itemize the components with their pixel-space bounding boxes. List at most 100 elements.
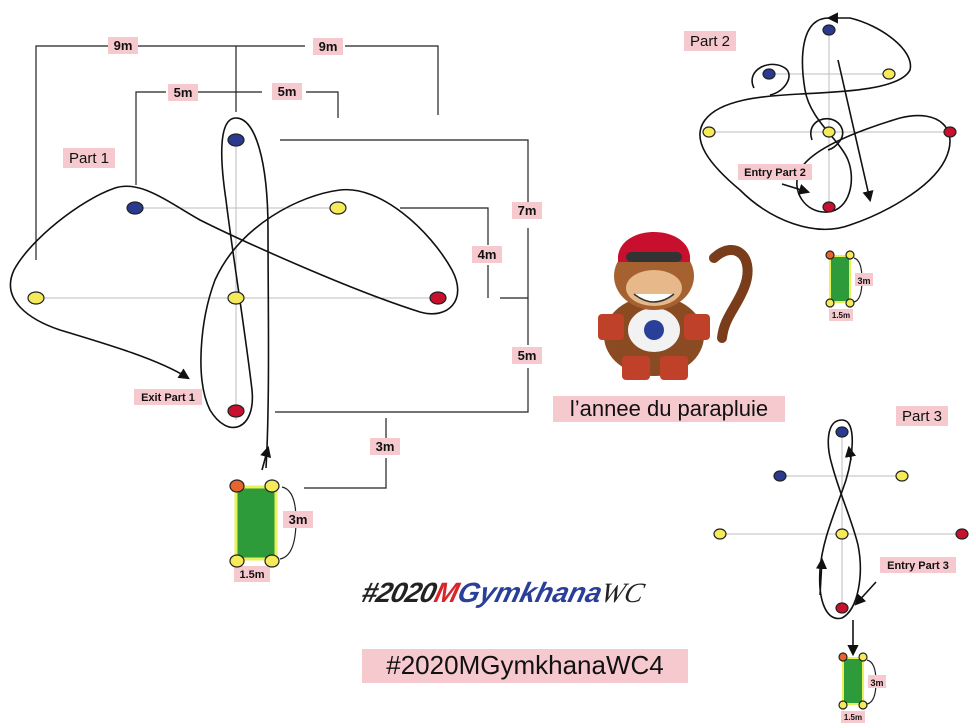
dim-chip xyxy=(829,309,853,321)
dim-label-3m: 3m xyxy=(376,439,395,454)
hashtag-chip xyxy=(362,649,688,683)
dim-chip xyxy=(855,273,873,286)
mascot-caption-chip xyxy=(553,396,785,422)
dim-label-p3-1-5m: 1.5m xyxy=(844,713,862,722)
part3-title-chip xyxy=(896,406,948,426)
part3-course: Part 3 Entry Part 3 3m 1.5m xyxy=(713,406,969,723)
dim-label-5m-right: 5m xyxy=(518,348,537,363)
event-logo-text: #2020MGymkhanaWC xyxy=(358,577,648,609)
logo-wc: WC xyxy=(598,578,649,609)
blue-cone xyxy=(822,24,836,36)
dim-chip xyxy=(512,202,542,219)
part2-route-path xyxy=(699,18,951,231)
logo-prefix: #2020 xyxy=(358,577,440,609)
part1-course: 9m 9m 5m 5m 7m 4m 5m 3m 3m 1.5m xyxy=(9,37,542,582)
exit-chip xyxy=(134,389,202,405)
red-cone xyxy=(822,201,836,213)
dim-chip xyxy=(370,438,400,455)
dim-chip xyxy=(283,511,313,528)
yellow-cone xyxy=(858,700,868,710)
dim-chip xyxy=(272,83,302,100)
yellow-cone xyxy=(264,554,280,568)
dim-label-p2-3m: 3m xyxy=(857,276,870,286)
dim-chip xyxy=(512,347,542,364)
mascot-caption: l’annee du parapluie xyxy=(570,396,768,421)
part3-arrow-up xyxy=(815,557,828,596)
red-cone xyxy=(227,404,245,418)
mascot-glove-left xyxy=(598,314,624,340)
mascot-goggles xyxy=(626,252,682,262)
dim-chip xyxy=(168,84,198,101)
event-hashtag: #2020MGymkhanaWC4 xyxy=(386,650,663,680)
mascot-boot-right xyxy=(660,356,688,380)
dim-label-box-3m: 3m xyxy=(289,512,308,527)
mascot-logo xyxy=(644,320,664,340)
dim-label-9m-right: 9m xyxy=(319,39,338,54)
part2-course: Part 2 Entry Part 2 3m 1.5m xyxy=(684,18,957,321)
dim-label-p2-1-5m: 1.5m xyxy=(832,311,850,320)
blue-cone xyxy=(762,68,776,80)
yellow-cone xyxy=(845,250,855,260)
part1-title-chip xyxy=(63,148,115,168)
dim-4m-line xyxy=(400,207,489,298)
logo-gymkhana: Gymkhana xyxy=(454,577,605,609)
mascot-tail xyxy=(709,245,753,343)
dim-7m-line xyxy=(280,139,529,299)
yellow-cone xyxy=(858,652,868,662)
part1-route-path xyxy=(9,117,459,469)
mascot-grin xyxy=(633,293,675,303)
part3-route-path xyxy=(818,419,862,620)
dim-label-4m: 4m xyxy=(478,247,497,262)
part2-blue-loop xyxy=(751,63,790,96)
red-cone xyxy=(943,126,957,138)
yellow-cone xyxy=(702,126,716,138)
part2-title: Part 2 xyxy=(690,33,730,50)
part3-arrow-top xyxy=(844,445,856,461)
part3-title: Part 3 xyxy=(902,408,942,425)
yellow-cone xyxy=(838,700,848,710)
yellow-cone xyxy=(229,554,245,568)
part2-center-loop xyxy=(809,117,844,151)
dim-label-box-1-5m: 1.5m xyxy=(239,569,264,581)
yellow-cone xyxy=(713,528,727,540)
dim-3m-line xyxy=(304,418,387,489)
dim-label-5m-left: 5m xyxy=(174,85,193,100)
blue-cone xyxy=(773,470,787,482)
entry-chip xyxy=(880,557,956,573)
yellow-cone xyxy=(264,479,280,493)
dim-label-5m-mid: 5m xyxy=(278,84,297,99)
yellow-cone xyxy=(27,291,45,305)
entry-chip xyxy=(738,164,812,180)
dim-chip xyxy=(841,711,865,723)
red-cone xyxy=(835,602,849,614)
dim-chip xyxy=(472,246,502,263)
yellow-cone xyxy=(882,68,896,80)
blue-cone xyxy=(835,426,849,438)
part2-arrow xyxy=(837,59,874,203)
yellow-cone xyxy=(227,291,245,305)
dim-9m-right-line xyxy=(236,45,439,115)
entry-part3-label: Entry Part 3 xyxy=(887,560,949,572)
yellow-cone xyxy=(822,126,836,138)
part2-entry-arrow xyxy=(781,183,811,195)
yellow-cone xyxy=(895,470,909,482)
part2-title-chip xyxy=(684,31,736,51)
mascot-glove-right xyxy=(684,314,710,340)
red-cone xyxy=(429,291,447,305)
monkey-mascot xyxy=(598,232,753,380)
event-logo: #2020MGymkhanaWC xyxy=(358,577,648,609)
entry-part2-label: Entry Part 2 xyxy=(744,167,806,179)
orange-cone xyxy=(825,250,835,260)
part1-title: Part 1 xyxy=(69,150,109,167)
exit-part1-label: Exit Part 1 xyxy=(141,392,195,404)
dim-label-7m: 7m xyxy=(518,203,537,218)
dim-5m-line xyxy=(135,91,339,185)
blue-cone xyxy=(227,133,245,147)
blue-cone xyxy=(126,201,144,215)
part1-start-box xyxy=(234,485,278,561)
yellow-cone xyxy=(825,298,835,308)
part1-start-arrow xyxy=(260,445,272,471)
dim-chip xyxy=(234,566,270,582)
red-cone xyxy=(955,528,969,540)
